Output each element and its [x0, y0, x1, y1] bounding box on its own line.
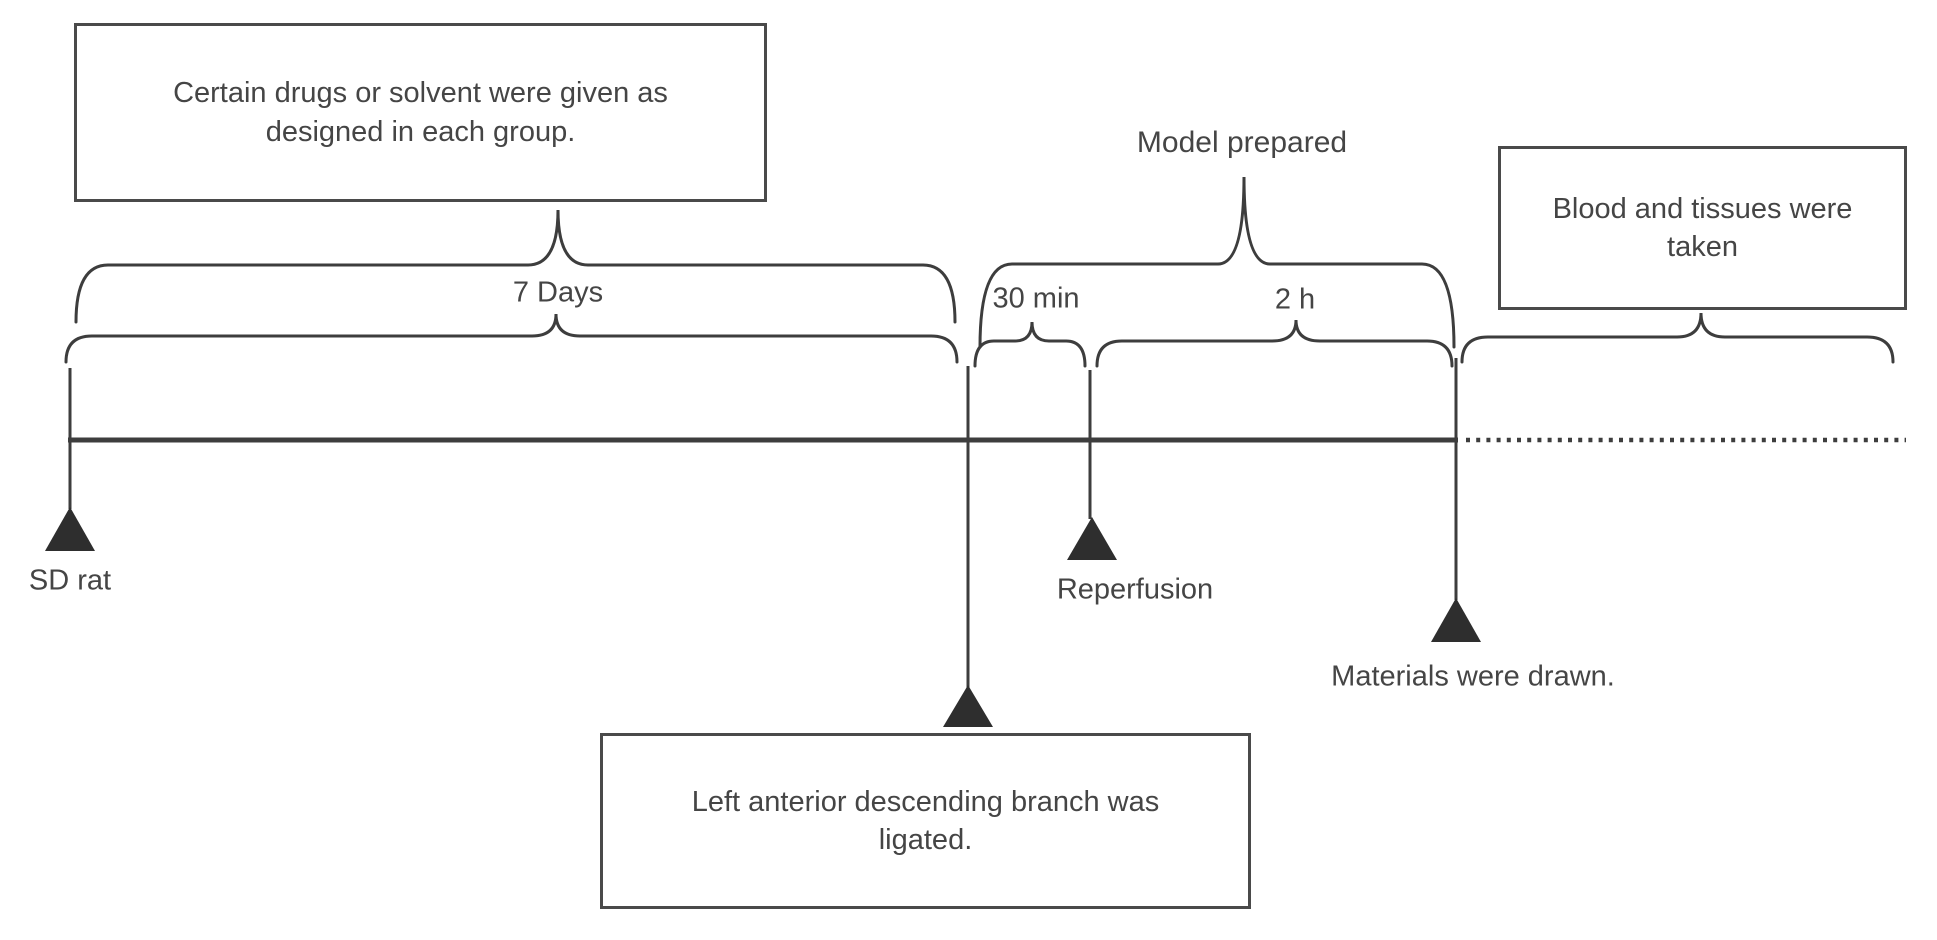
reperfusion-label: Reperfusion — [1056, 573, 1214, 606]
interval-label-30-min: 30 min — [992, 282, 1080, 315]
brace-7-days — [74, 209, 957, 324]
interval-label-2-h: 2 h — [1274, 283, 1316, 316]
ligation-annotation-text: Left anterior descending branch was liga… — [691, 785, 1160, 856]
sd-rat-marker — [45, 507, 95, 551]
interval-label-7-days: 7 Days — [512, 276, 604, 309]
brace-30-min — [973, 321, 1087, 368]
reperfusion-marker — [1067, 517, 1117, 560]
brace-model-prepared — [978, 176, 1456, 349]
sd-rat-label: SD rat — [28, 564, 112, 597]
blood-tissues-annotation-text: Blood and tissues were taken — [1552, 192, 1853, 263]
blood-tissues-annotation-box: Blood and tissues were taken — [1498, 146, 1907, 310]
drugs-annotation-text: Certain drugs or solvent were given as d… — [173, 77, 668, 148]
model-prepared-label: Model prepared — [1136, 126, 1348, 159]
brace-blood-tissues — [1460, 312, 1895, 364]
drugs-annotation-box: Certain drugs or solvent were given as d… — [74, 23, 767, 202]
brace-2-h — [1095, 319, 1454, 368]
materials-drawn-label: Materials were drawn. — [1331, 660, 1615, 693]
brace-7-days-inner — [64, 313, 959, 364]
materials-marker — [1431, 598, 1481, 642]
ligation-marker — [943, 685, 993, 727]
ligation-annotation-box: Left anterior descending branch was liga… — [600, 733, 1251, 909]
